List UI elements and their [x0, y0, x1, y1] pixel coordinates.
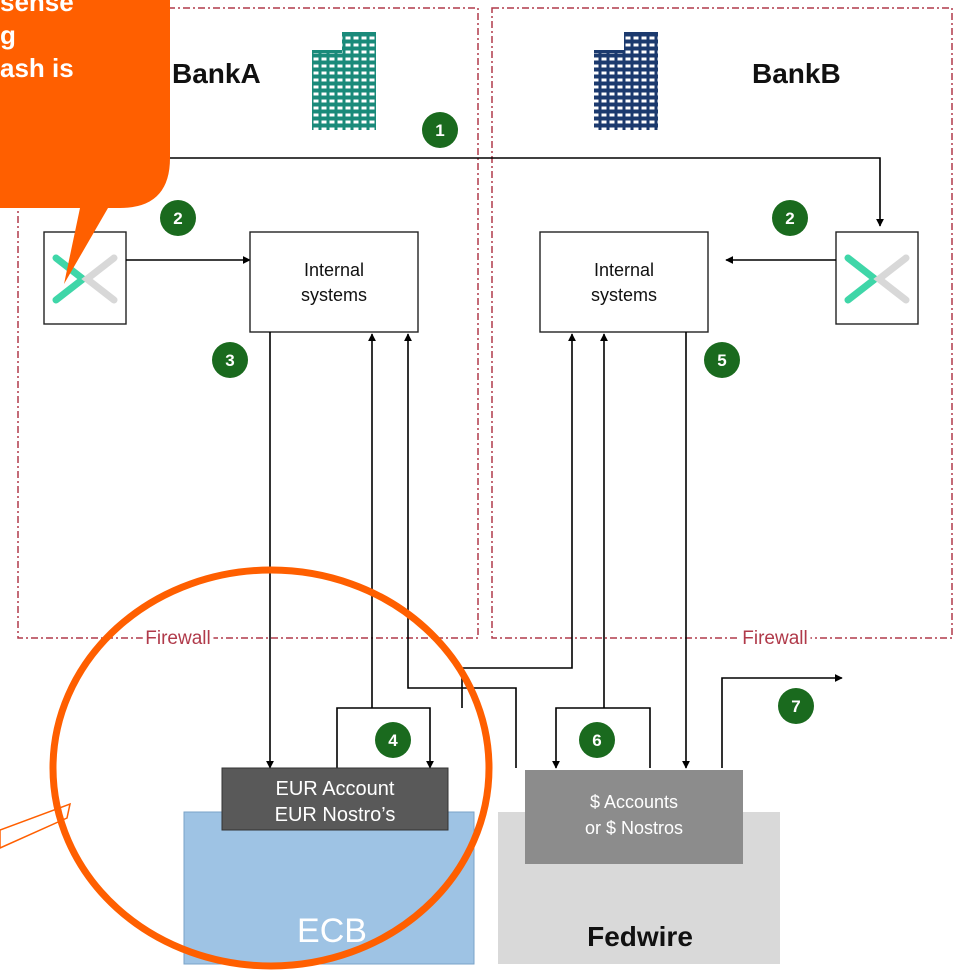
eur-account-box [221, 767, 449, 831]
bank-a-zone [17, 7, 479, 639]
step-badge-circle [579, 722, 615, 758]
usd-accounts-box [525, 770, 743, 864]
bank-b-internal-systems-box [539, 231, 709, 333]
eur-account-label: EUR Account [276, 778, 395, 800]
step-badge-circle [704, 342, 740, 378]
step-badge-number: 6 [592, 731, 601, 750]
step-badge-5: 5 [704, 342, 740, 378]
swift-icon [43, 231, 127, 325]
step-badge-2: 2 [160, 200, 196, 236]
bank-b-name: BankB [752, 58, 841, 89]
step-1-line [90, 157, 884, 227]
bank-b-zone [491, 7, 953, 639]
building-icon-navy [594, 32, 658, 130]
bank-a-name: BankA [172, 58, 261, 89]
swift-icon [835, 231, 919, 325]
ecb-box [183, 811, 475, 965]
step-badge-number: 5 [717, 351, 726, 370]
ecb-label: ECB [297, 912, 367, 950]
step-badge-2: 2 [772, 200, 808, 236]
step-badge-4: 4 [375, 722, 411, 758]
bank-a-internal-systems-box [249, 231, 419, 333]
step-badge-circle [778, 688, 814, 724]
building-icon-teal [312, 32, 376, 130]
step-badge-circle [160, 200, 196, 236]
step-badge-number: 1 [435, 121, 444, 140]
step-badge-7: 7 [778, 688, 814, 724]
step-badge-number: 3 [225, 351, 234, 370]
step-7-arrow [721, 674, 843, 768]
bank-a-internal-systems-label: Internal [304, 260, 364, 280]
callout-bubble [0, 0, 170, 284]
bank-b-internal-systems-label: Internal [594, 260, 654, 280]
step-4-bracket [336, 707, 434, 769]
step-badge-6: 6 [579, 722, 615, 758]
step-6-bracket [552, 707, 651, 769]
step-badge-number: 7 [791, 697, 800, 716]
bank-b-firewall-label: Firewall [742, 628, 807, 649]
step-badge-circle [422, 112, 458, 148]
step-badge-circle [212, 342, 248, 378]
magnifier-circle [49, 566, 493, 970]
magnifier-handle [0, 802, 72, 849]
step-badge-number: 2 [785, 209, 794, 228]
step-badge-3: 3 [212, 342, 248, 378]
step-badge-circle [772, 200, 808, 236]
step-badge-number: 2 [173, 209, 182, 228]
usd-accounts-label: $ Accounts [590, 792, 678, 812]
bank-b-return-arrow-1 [461, 333, 576, 708]
step-badge-number: 4 [388, 731, 398, 750]
bank-a-firewall-label: Firewall [145, 628, 210, 649]
fedwire-label: Fedwire [587, 921, 693, 952]
step-badge-1: 1 [422, 112, 458, 148]
step-badge-circle [375, 722, 411, 758]
callout-text: sense g ash is [0, 0, 74, 83]
